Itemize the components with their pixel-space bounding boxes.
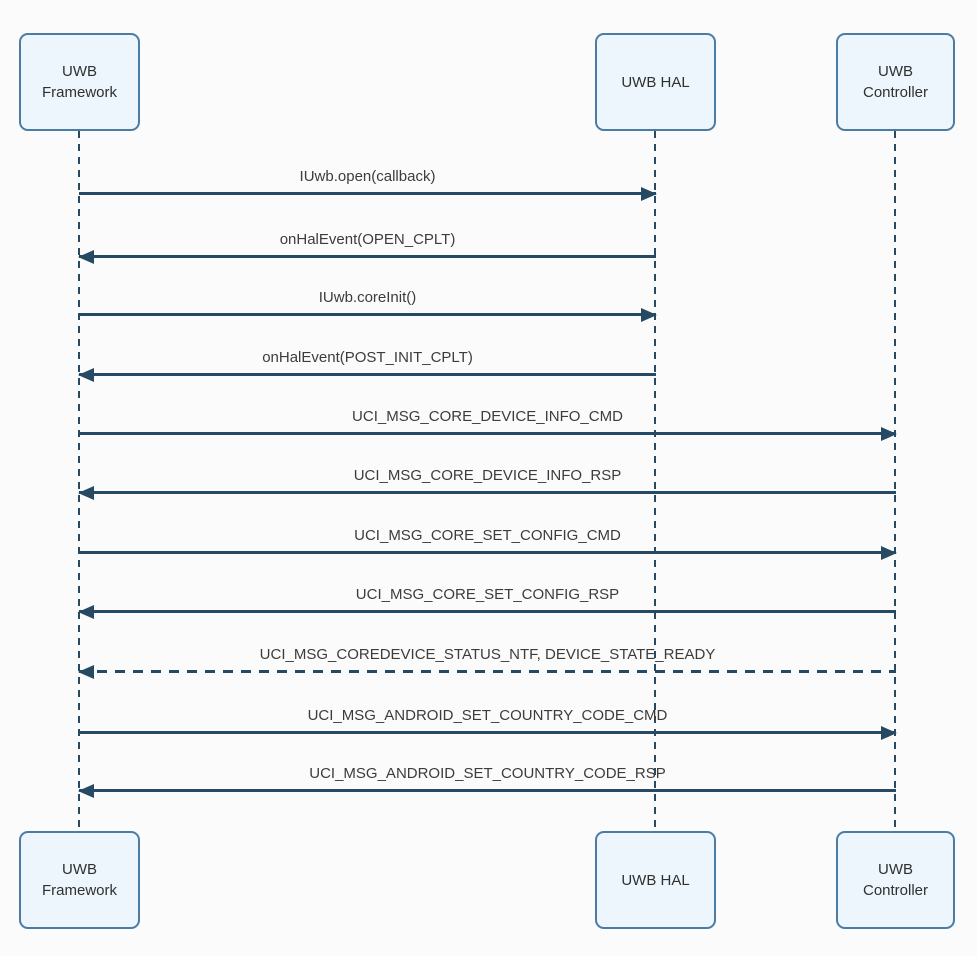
actor-uwb-hal-top: UWB HAL [595, 33, 716, 131]
message-label: UCI_MSG_ANDROID_SET_COUNTRY_CODE_CMD [307, 707, 668, 724]
message-label: UCI_MSG_COREDEVICE_STATUS_NTF, DEVICE_ST… [259, 646, 716, 663]
actor-label: UWB Controller [862, 63, 929, 101]
arrowhead-left-icon [78, 367, 94, 382]
actor-label: UWB Framework [41, 861, 117, 899]
arrowhead-right-icon [881, 725, 897, 740]
message-arrow [78, 783, 896, 798]
message-label: UCI_MSG_CORE_DEVICE_INFO_RSP [353, 467, 622, 484]
message-android-set-country-code-rsp: UCI_MSG_ANDROID_SET_COUNTRY_CODE_RSP [78, 764, 896, 798]
message-label: UCI_MSG_ANDROID_SET_COUNTRY_CODE_RSP [309, 765, 666, 782]
message-onhalevent-post-init-cplt: onHalEvent(POST_INIT_CPLT) [78, 348, 656, 382]
arrowhead-left-icon [78, 249, 94, 264]
message-label: IUwb.coreInit() [318, 289, 417, 306]
message-core-set-config-rsp: UCI_MSG_CORE_SET_CONFIG_RSP [78, 585, 896, 619]
message-label: UCI_MSG_CORE_DEVICE_INFO_CMD [352, 408, 623, 425]
message-coredevice-status-ntf: UCI_MSG_COREDEVICE_STATUS_NTF, DEVICE_ST… [78, 645, 896, 679]
message-label: IUwb.open(callback) [299, 168, 436, 185]
actor-label: UWB Controller [862, 861, 929, 899]
arrowhead-right-icon [641, 186, 657, 201]
arrowhead-right-icon [881, 545, 897, 560]
lifeline-uwb-hal [654, 131, 656, 831]
actor-uwb-controller-top: UWB Controller [836, 33, 955, 131]
lifeline-uwb-controller [894, 131, 896, 831]
arrowhead-left-icon [78, 485, 94, 500]
message-arrow [79, 186, 657, 201]
message-onhalevent-open-cplt: onHalEvent(OPEN_CPLT) [78, 230, 656, 264]
arrowhead-left-icon [78, 604, 94, 619]
message-arrow [79, 426, 897, 441]
message-arrow [79, 307, 657, 322]
message-arrow [79, 545, 897, 560]
arrowhead-left-icon [78, 783, 94, 798]
message-core-device-info-cmd: UCI_MSG_CORE_DEVICE_INFO_CMD [79, 407, 897, 441]
actor-uwb-framework-bottom: UWB Framework [19, 831, 140, 929]
actor-uwb-framework-top: UWB Framework [19, 33, 140, 131]
lifeline-uwb-framework [78, 131, 80, 831]
message-arrow [78, 604, 896, 619]
message-arrow [78, 485, 896, 500]
arrowhead-right-icon [641, 307, 657, 322]
message-label: onHalEvent(POST_INIT_CPLT) [262, 349, 473, 366]
message-arrow [78, 367, 656, 382]
actor-label: UWB Framework [41, 63, 117, 101]
message-label: UCI_MSG_CORE_SET_CONFIG_CMD [354, 527, 621, 544]
message-iuwb-coreinit: IUwb.coreInit() [79, 288, 657, 322]
actor-label: UWB HAL [621, 73, 690, 91]
message-label: onHalEvent(OPEN_CPLT) [279, 231, 456, 248]
message-android-set-country-code-cmd: UCI_MSG_ANDROID_SET_COUNTRY_CODE_CMD [79, 706, 897, 740]
actor-uwb-hal-bottom: UWB HAL [595, 831, 716, 929]
arrowhead-right-icon [881, 426, 897, 441]
message-arrow [79, 725, 897, 740]
message-core-set-config-cmd: UCI_MSG_CORE_SET_CONFIG_CMD [79, 526, 897, 560]
message-core-device-info-rsp: UCI_MSG_CORE_DEVICE_INFO_RSP [78, 466, 896, 500]
message-arrow-dashed [78, 664, 896, 679]
message-arrow [78, 249, 656, 264]
actor-uwb-controller-bottom: UWB Controller [836, 831, 955, 929]
actor-label: UWB HAL [621, 871, 690, 889]
message-label: UCI_MSG_CORE_SET_CONFIG_RSP [355, 586, 620, 603]
arrowhead-left-icon [78, 664, 94, 679]
message-iuwb-open: IUwb.open(callback) [79, 167, 657, 201]
